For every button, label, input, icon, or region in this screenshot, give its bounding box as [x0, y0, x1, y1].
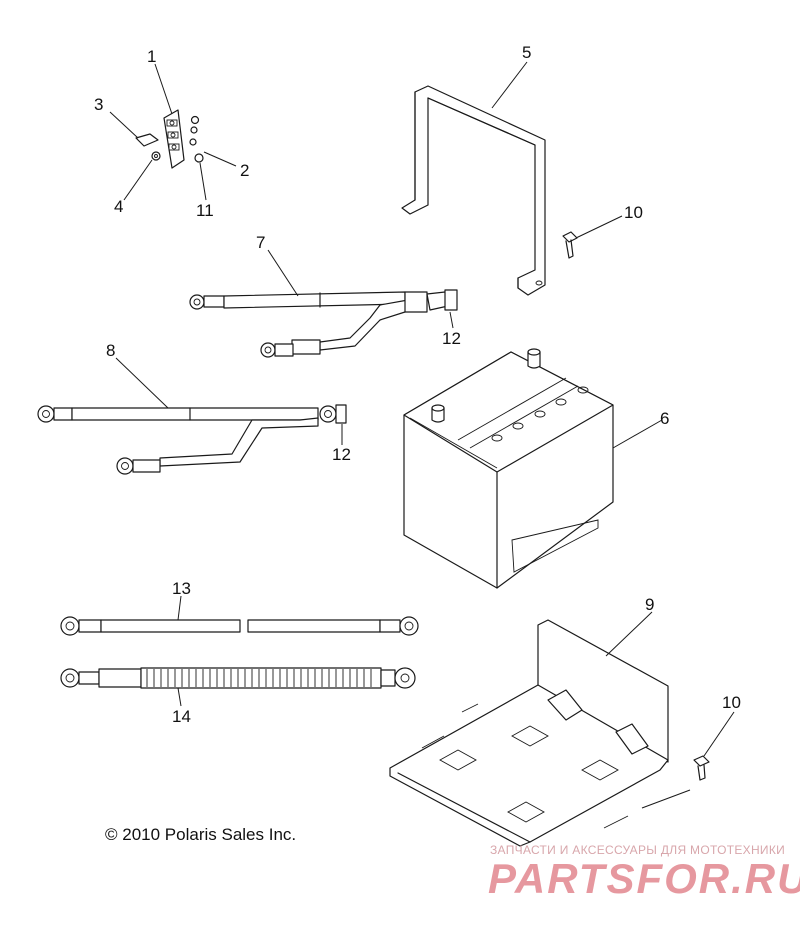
callout-11: 11 [196, 201, 214, 220]
callout-4: 4 [114, 197, 123, 216]
callout-2: 2 [240, 161, 249, 180]
bolt-part-upper [562, 231, 578, 259]
callout-5: 5 [522, 43, 531, 62]
callout-7: 7 [256, 233, 265, 252]
cable-part-8 [37, 404, 347, 475]
callout-12-upper: 12 [442, 329, 461, 348]
callout-1: 1 [147, 47, 156, 66]
callout-3: 3 [94, 95, 103, 114]
callout-8: 8 [106, 341, 115, 360]
callout-12-lower: 12 [332, 445, 351, 464]
callout-6: 6 [660, 409, 669, 428]
cable-part-7 [189, 289, 458, 358]
callout-labels: 1 3 4 2 11 5 10 7 12 8 12 6 13 14 9 10 [94, 43, 741, 726]
callout-9: 9 [645, 595, 654, 614]
leader-lines [109, 61, 735, 809]
callout-14: 14 [172, 707, 191, 726]
cable-part-14 [60, 667, 416, 689]
callout-10-lower: 10 [722, 693, 741, 712]
terminal-block-part [135, 109, 204, 169]
callout-10-upper: 10 [624, 203, 643, 222]
watermark-tagline: ЗАПЧАСТИ И АКСЕССУАРЫ ДЛЯ МОТОТЕХНИКИ [490, 843, 786, 857]
callout-13: 13 [172, 579, 191, 598]
battery-tray-part [389, 619, 669, 847]
battery-part [403, 348, 614, 589]
watermark-logo: PARTSFOR.RU [488, 855, 800, 902]
cable-part-13 [60, 616, 419, 636]
bolt-part-lower [693, 755, 710, 781]
hold-down-strap-part [401, 85, 546, 296]
copyright-notice: © 2010 Polaris Sales Inc. [105, 825, 297, 844]
